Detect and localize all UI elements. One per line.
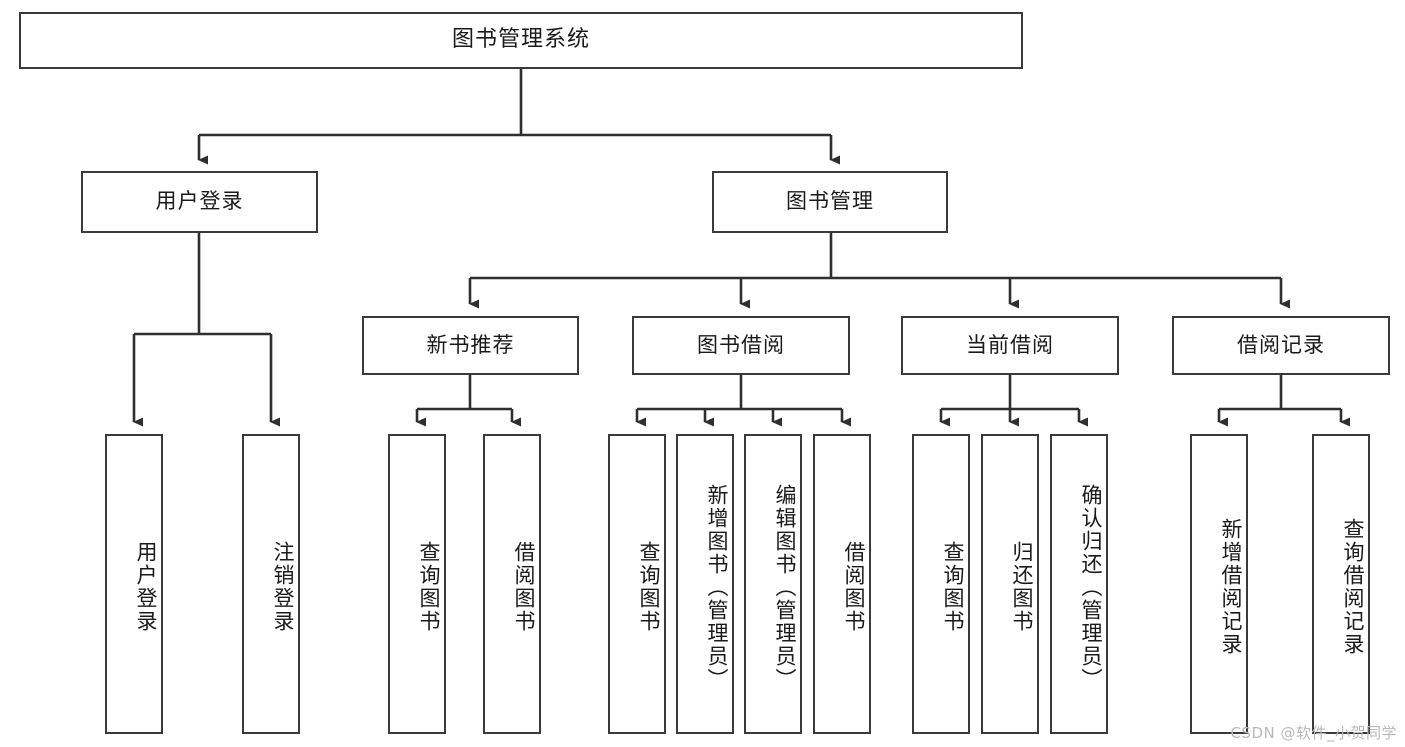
leaf-current-borrow-query[interactable]: 查询图书 bbox=[912, 434, 970, 734]
leaf-new-book-borrow[interactable]: 借阅图书 bbox=[483, 434, 541, 734]
leaf-user-login-login[interactable]: 用户登录 bbox=[105, 434, 163, 734]
node-label: 查询图书 bbox=[637, 541, 661, 633]
node-book-borrow[interactable]: 图书借阅 bbox=[632, 316, 850, 375]
csdn-watermark: CSDN @软件_小贺同学 bbox=[1230, 724, 1397, 742]
node-label: 用户登录 bbox=[155, 189, 244, 214]
leaf-current-borrow-confirm-return[interactable]: 确认归还（管理员） bbox=[1050, 434, 1108, 734]
node-label: 用户登录 bbox=[134, 541, 158, 633]
leaf-current-borrow-return[interactable]: 归还图书 bbox=[981, 434, 1039, 734]
node-current-borrow[interactable]: 当前借阅 bbox=[901, 316, 1119, 375]
node-root-system[interactable]: 图书管理系统 bbox=[19, 12, 1023, 69]
leaf-book-borrow-add[interactable]: 新增图书（管理员） bbox=[676, 434, 734, 734]
leaf-book-borrow-borrow[interactable]: 借阅图书 bbox=[813, 434, 871, 734]
node-label: 新增借阅记录 bbox=[1219, 518, 1243, 656]
node-book-management[interactable]: 图书管理 bbox=[712, 171, 948, 233]
leaf-borrow-record-query[interactable]: 查询借阅记录 bbox=[1312, 434, 1370, 734]
node-label: 归还图书 bbox=[1010, 541, 1034, 633]
node-label: 借阅图书 bbox=[842, 541, 866, 633]
leaf-new-book-query[interactable]: 查询图书 bbox=[388, 434, 446, 734]
node-label: 新书推荐 bbox=[426, 332, 515, 357]
node-new-book-recommend[interactable]: 新书推荐 bbox=[362, 316, 579, 375]
node-label: 借阅图书 bbox=[512, 541, 536, 633]
node-label: 新增图书（管理员） bbox=[705, 483, 729, 691]
node-label: 图书借阅 bbox=[697, 332, 785, 357]
node-label: 图书管理系统 bbox=[451, 27, 590, 53]
node-label: 查询图书 bbox=[941, 541, 965, 633]
node-label: 查询图书 bbox=[417, 541, 441, 633]
node-label: 查询借阅记录 bbox=[1341, 518, 1365, 656]
node-borrow-record[interactable]: 借阅记录 bbox=[1172, 316, 1390, 375]
node-label: 图书管理 bbox=[786, 189, 874, 214]
node-label: 注销登录 bbox=[271, 541, 295, 633]
node-label: 确认归还（管理员） bbox=[1079, 483, 1103, 691]
leaf-book-borrow-query[interactable]: 查询图书 bbox=[608, 434, 666, 734]
leaf-user-login-logout[interactable]: 注销登录 bbox=[242, 434, 300, 734]
leaf-book-borrow-edit[interactable]: 编辑图书（管理员） bbox=[744, 434, 802, 734]
node-label: 当前借阅 bbox=[966, 332, 1054, 357]
node-user-login[interactable]: 用户登录 bbox=[81, 171, 318, 233]
node-label: 编辑图书（管理员） bbox=[773, 483, 797, 691]
node-label: 借阅记录 bbox=[1237, 332, 1325, 357]
leaf-borrow-record-add[interactable]: 新增借阅记录 bbox=[1190, 434, 1248, 734]
